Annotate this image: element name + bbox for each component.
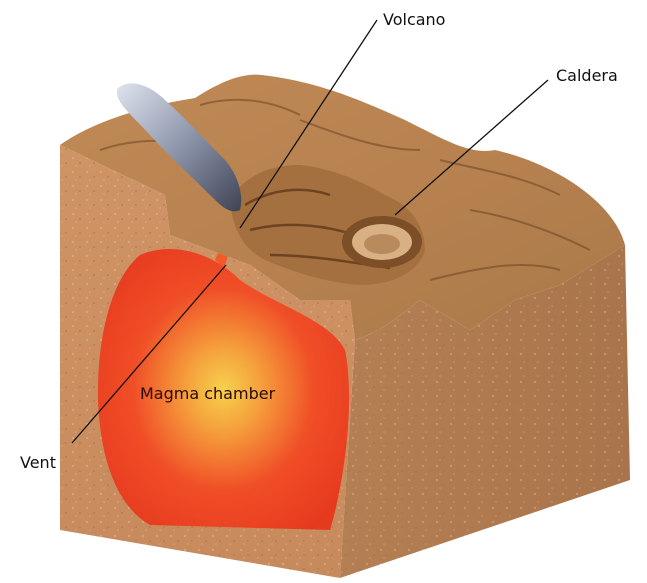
label-vent: Vent	[20, 453, 56, 472]
label-volcano: Volcano	[383, 10, 445, 29]
label-caldera: Caldera	[556, 66, 618, 85]
label-magma-chamber: Magma chamber	[140, 384, 275, 403]
